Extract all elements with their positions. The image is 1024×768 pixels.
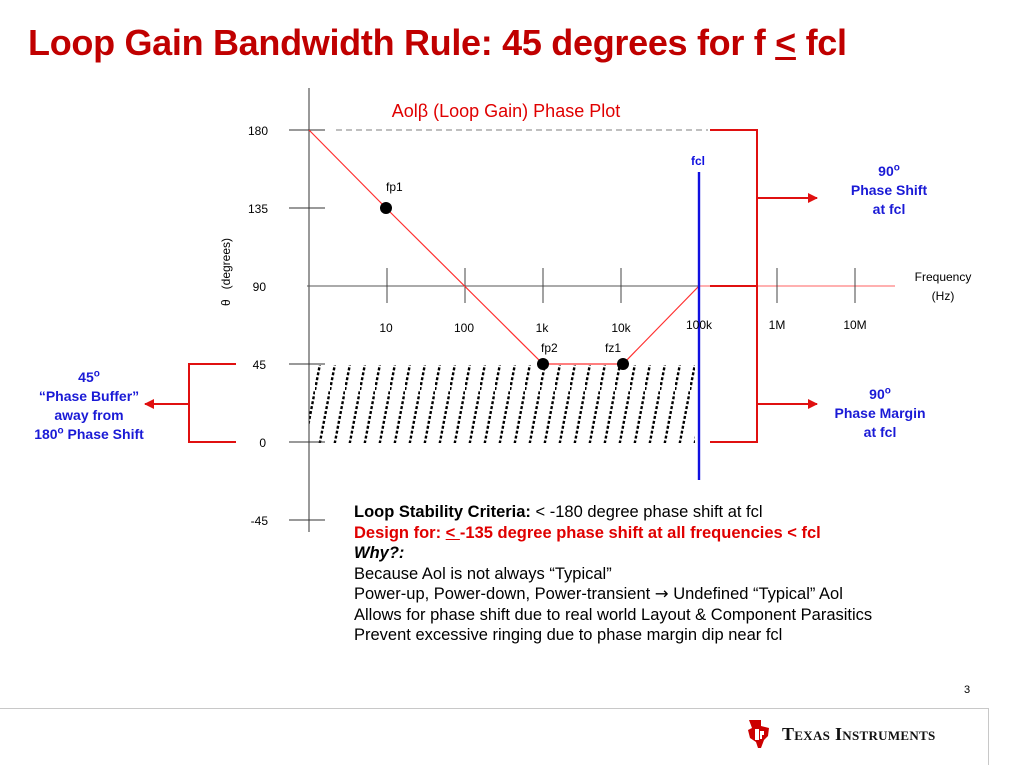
x-tick-label: 10 — [379, 321, 393, 335]
plot-title: Aolβ (Loop Gain) Phase Plot — [392, 101, 620, 121]
page-number: 3 — [964, 684, 971, 696]
right-bottom-line2: Phase Margin — [834, 405, 926, 421]
left-annotation-phase-buffer: 45o “Phase Buffer” away from 180o Phase … — [14, 368, 164, 444]
right-bottom-line3: at fcl — [863, 424, 897, 440]
x-tick-labels: 10 100 1k 10k 100k 1M 10M — [379, 318, 866, 335]
y-axis-label: θ (degrees) — [219, 238, 233, 306]
x-tick-label: 100k — [686, 318, 713, 332]
fp1-label: fp1 — [386, 180, 403, 194]
x-tick-label: 1M — [769, 318, 786, 332]
phase-buffer-hatched-region — [309, 365, 695, 443]
right-top-line3: at fcl — [872, 201, 906, 217]
left-ann-line3: away from — [54, 407, 124, 423]
criteria-line5: Power-up, Power-down, Power-transient → … — [354, 584, 843, 603]
criteria-line7: Prevent excessive ringing due to phase m… — [354, 626, 783, 644]
right-top-bracket — [710, 129, 758, 287]
right-bottom-line1: 90o — [869, 385, 891, 402]
right-top-line2: Phase Shift — [850, 182, 928, 198]
y-axis-ticks — [289, 129, 325, 521]
annotation-brackets — [144, 129, 818, 443]
left-ann-line2: “Phase Buffer” — [38, 388, 140, 404]
criteria-line6: Allows for phase shift due to real world… — [354, 605, 873, 624]
fp2-label: fp2 — [541, 341, 558, 355]
phase-curve — [308, 129, 700, 365]
y-tick-label: 90 — [253, 280, 267, 294]
fp1-dot — [380, 202, 392, 214]
title-less-equal-symbol: < — [775, 22, 796, 63]
fp2-dot — [537, 358, 549, 370]
loop-stability-criteria: Loop Stability Criteria: < -180 degree p… — [354, 502, 1014, 646]
criteria-line4: Because Aol is not always “Typical” — [354, 564, 612, 583]
y-tick-label: 180 — [248, 124, 268, 138]
criteria-line1: Loop Stability Criteria: < -180 degree p… — [354, 503, 763, 521]
right-bottom-bracket — [710, 285, 758, 443]
y-tick-label: -45 — [251, 514, 269, 528]
x-tick-label: 100 — [454, 321, 474, 335]
x-axis-label-line1: Frequency — [915, 270, 972, 284]
company-name: Texas Instruments — [782, 724, 936, 744]
y-tick-label: 45 — [253, 358, 267, 372]
fcl-label: fcl — [691, 154, 705, 168]
title-text-pre: Loop Gain Bandwidth Rule: 45 degrees for… — [28, 22, 776, 63]
x-tick-label: 10M — [843, 318, 866, 332]
y-tick-label: 0 — [259, 436, 266, 450]
title-text-post: fcl — [795, 22, 847, 63]
left-ann-line1: 45o — [78, 368, 100, 385]
right-bottom-annotation-phase-margin: 90o Phase Margin at fcl — [815, 385, 945, 442]
x-tick-label: 1k — [536, 321, 550, 335]
texas-instruments-logo-icon — [748, 720, 769, 748]
criteria-why: Why?: — [354, 544, 405, 562]
right-top-annotation-phase-shift: 90o Phase Shift at fcl — [826, 162, 952, 219]
right-top-line1: 90o — [878, 162, 900, 179]
x-tick-label: 10k — [611, 321, 631, 335]
x-axis-label-line2: (Hz) — [932, 289, 955, 303]
slide-title: Loop Gain Bandwidth Rule: 45 degrees for… — [28, 22, 847, 64]
criteria-design-for: Design for: < -135 degree phase shift at… — [354, 523, 821, 542]
left-bracket — [188, 363, 236, 443]
y-tick-label: 135 — [248, 202, 268, 216]
fz1-label: fz1 — [605, 341, 621, 355]
footer-bar — [0, 708, 989, 765]
phase-plot-diagram: Aolβ (Loop Gain) Phase Plot 180 135 90 4… — [144, 88, 972, 532]
point-labels: fp1 fp2 fz1 — [386, 180, 621, 355]
y-tick-labels: 180 135 90 45 0 -45 — [248, 124, 268, 528]
fz1-dot — [617, 358, 629, 370]
left-ann-line4: 180o Phase Shift — [34, 425, 144, 442]
right-arrow-icon: → — [654, 584, 669, 603]
